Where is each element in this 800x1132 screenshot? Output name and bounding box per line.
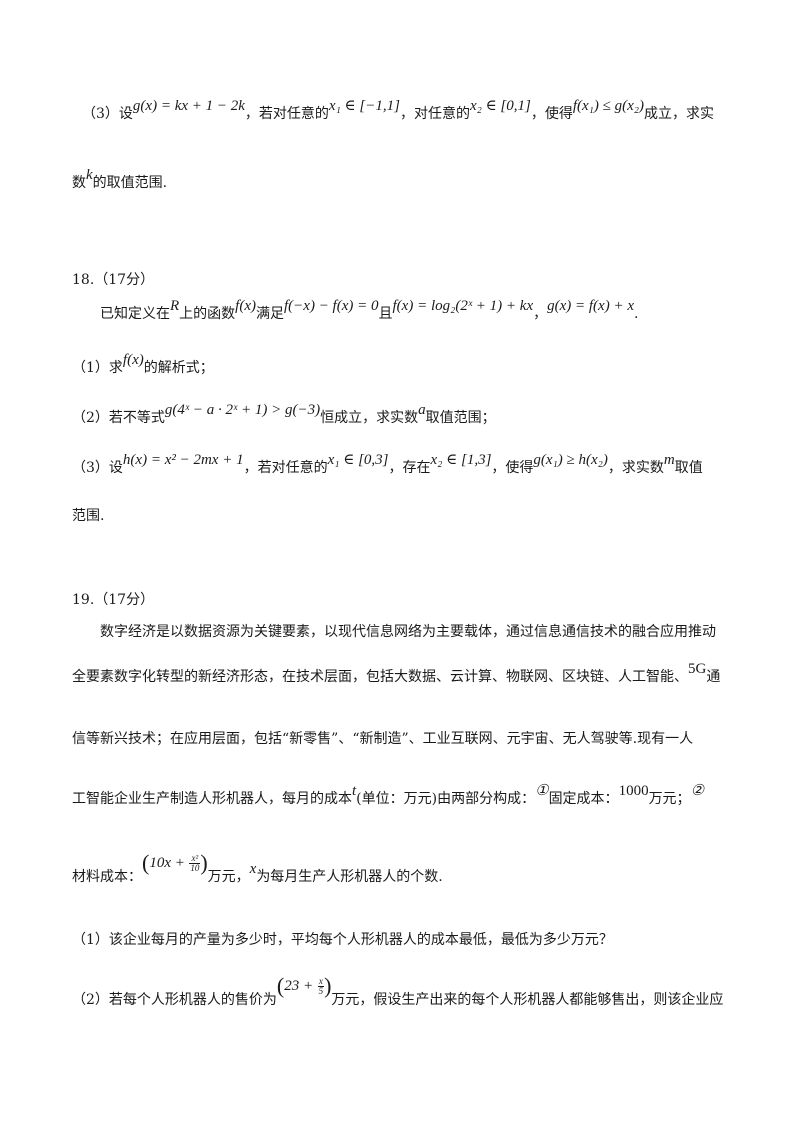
math-x2-set: x₂ ∈ [1,3] (430, 452, 492, 468)
q19-para-line2: 全要素数字化转型的新经济形态，在技术层面，包括大数据、云计算、物联网、区块链、人… (72, 661, 721, 687)
text: 固定成本： (548, 791, 619, 807)
math-x2-set: x₂ ∈ [0,1] (469, 98, 531, 114)
text: 满足 (256, 306, 284, 322)
math-t: t (352, 783, 357, 799)
fraction-numerator: x² (189, 853, 201, 864)
text: ，求实数 (607, 460, 664, 476)
math-R: R (170, 298, 180, 314)
math-5g: 5G (688, 661, 707, 677)
text: 为每月生产人形机器人的个数. (256, 869, 443, 885)
text: ，若对任意的 (243, 460, 328, 476)
math-term: 10x + (149, 855, 185, 871)
q19-part2-label: （2）若每个人形机器人的售价为 (72, 992, 277, 1008)
q19-header: 19.（17分） (72, 592, 155, 608)
math-fx: f(x) (235, 298, 256, 314)
math-h-definition: h(x) = x² − 2mx + 1 (122, 452, 244, 468)
math-g-definition: g(x) = kx + 1 − 2k (132, 98, 245, 114)
math-f-definition: f(x) = log₂(2ˣ + 1) + kx (392, 298, 534, 314)
text: 且 (378, 306, 393, 322)
text: 通 (706, 669, 721, 685)
math-inequality: f(x₁) ≤ g(x₂) (572, 98, 644, 114)
q19-para-line1: 数字经济是以数据资源为关键要素，以现代信息网络为主要载体，通过信息通信技术的融合… (100, 624, 716, 640)
text: (单位：万元)由两部分构成： (356, 791, 536, 807)
text: 万元，假设生产出来的每个人形机器人都能够售出，则该企业应 (331, 992, 724, 1008)
math-term: 23 + (284, 978, 314, 994)
text: ，存在 (388, 460, 431, 476)
text: 全要素数字化转型的新经济形态，在技术层面，包括大数据、云计算、物联网、区块链、人… (72, 669, 688, 685)
math-x1-set: x₁ ∈ [−1,1] (328, 98, 400, 114)
math-x: x (249, 861, 257, 877)
math-a: a (418, 402, 426, 418)
q18-header: 18.（17分） (72, 272, 155, 288)
math-fixed-cost: 1000 (618, 783, 649, 799)
math-inequality: g(x₁) ≥ h(x₂) (533, 452, 608, 468)
text: . (633, 306, 639, 322)
fraction-numerator: x (317, 975, 325, 987)
circled-one-icon: ① (535, 783, 549, 799)
text: 的取值范围. (92, 175, 168, 191)
text: 的解析式； (143, 360, 214, 376)
fraction-denominator: 10 (190, 862, 200, 873)
q18-part3-line2: 范围. (72, 508, 105, 524)
q18-part1-label: （1）求 (72, 360, 123, 376)
text: ， (533, 306, 548, 322)
q19-para-line3: 信等新兴技术；在应用层面，包括“新零售”、“新制造”、工业互联网、元宇宙、无人驾… (72, 731, 694, 747)
math-m: m (663, 452, 675, 468)
math-k: k (86, 167, 93, 183)
math-g-definition: g(x) = f(x) + x (547, 298, 634, 314)
text: 取值范围； (425, 410, 496, 426)
q18-intro: 已知定义在R上的函数f(x)满足f(−x) − f(x) = 0且f(x) = … (100, 298, 639, 324)
text: ，使得 (491, 460, 534, 476)
q18-part2: （2）若不等式g(4ˣ − a · 2ˣ + 1) > g(−3)恒成立，求实数… (72, 402, 496, 428)
q18-part2-label: （2）若不等式 (72, 410, 165, 426)
q18-part1: （1）求f(x)的解析式； (72, 352, 214, 378)
q17-part3-line1: （3）设g(x) = kx + 1 − 2k，若对任意的x₁ ∈ [−1,1]，… (82, 98, 714, 124)
text: 材料成本： (72, 869, 142, 885)
text: 取值 (674, 460, 703, 476)
text: 恒成立，求实数 (320, 410, 419, 426)
text: 上的函数 (179, 306, 236, 322)
text: 万元， (207, 869, 250, 885)
q19-part1: （1）该企业每月的产量为多少时，平均每个人形机器人的成本最低，最低为多少万元？ (72, 932, 613, 948)
text: ，使得 (530, 106, 573, 122)
text: 已知定义在 (100, 306, 170, 322)
math-inequality: g(4ˣ − a · 2ˣ + 1) > g(−3) (164, 402, 321, 418)
fraction-denominator: 5 (318, 985, 324, 996)
text: ，若对任意的 (244, 106, 329, 122)
q17-part3-line2: 数k的取值范围. (72, 167, 168, 193)
text: 成立，求实 (644, 106, 714, 122)
text: ，对任意的 (399, 106, 470, 122)
math-x1-set: x₁ ∈ [0,3] (327, 452, 389, 468)
math-fx: f(x) (122, 352, 144, 368)
text: 数 (72, 175, 86, 191)
math-condition-even: f(−x) − f(x) = 0 (284, 298, 379, 314)
text: 万元； (648, 791, 691, 807)
q18-part3: （3）设h(x) = x² − 2mx + 1，若对任意的x₁ ∈ [0,3]，… (72, 452, 703, 478)
q19-para-line4: 工智能企业生产制造人形机器人，每月的成本t(单位：万元)由两部分构成：①固定成本… (72, 783, 704, 809)
text: 工智能企业生产制造人形机器人，每月的成本 (72, 791, 352, 807)
q17-part3-label: （3）设 (82, 106, 133, 122)
circled-two-icon: ② (690, 783, 705, 799)
q18-part3-label: （3）设 (72, 460, 123, 476)
